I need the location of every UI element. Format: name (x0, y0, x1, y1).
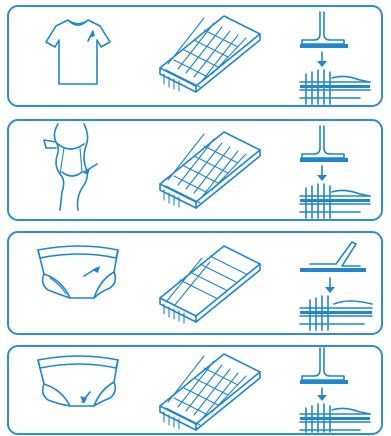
panel-frame (8, 120, 382, 220)
panel-swimsuit (8, 120, 382, 220)
panel-briefs-flat (8, 232, 382, 334)
panel-frame (8, 346, 382, 434)
panel-tshirt (8, 6, 382, 106)
panel-briefs (8, 346, 382, 434)
